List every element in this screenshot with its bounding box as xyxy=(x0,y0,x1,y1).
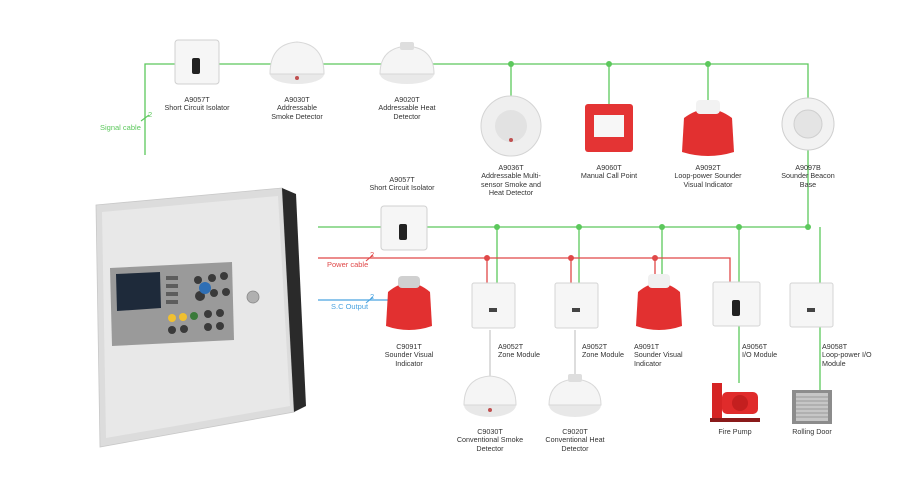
power-cable-label: Power cable xyxy=(327,260,369,269)
smoke-top-device xyxy=(269,41,325,84)
rolling-door-device xyxy=(792,390,832,424)
isolator-top-device xyxy=(174,39,220,85)
conv-heat-device xyxy=(548,374,602,417)
signal-cable-label: Signal cable xyxy=(100,123,141,132)
signal-cable-count: 2 xyxy=(148,110,153,119)
conv-smoke-device xyxy=(463,375,517,417)
power-cable-count: 2 xyxy=(370,250,375,259)
control-panel xyxy=(95,187,306,448)
call-point-device xyxy=(585,104,633,152)
io-module-device xyxy=(712,281,761,327)
multisensor-device xyxy=(480,95,542,157)
sc-output-count: 2 xyxy=(370,292,375,301)
zone2-device xyxy=(554,282,599,329)
fire-pump-device xyxy=(710,383,760,422)
sounder-a-device xyxy=(636,274,682,330)
isolator-mid-device xyxy=(380,205,428,251)
heat-top-device xyxy=(379,42,435,84)
beacon-base-device xyxy=(781,97,835,151)
fire-pump-label: Fire Pump xyxy=(718,427,752,436)
rolling-door-label: Rolling Door xyxy=(792,427,832,436)
sounder-c-device xyxy=(386,276,432,330)
sc-output-label: S.C Output xyxy=(331,302,369,311)
zone1-device xyxy=(471,282,516,329)
power-cable-line xyxy=(318,257,731,283)
loop-sounder-device xyxy=(682,100,734,156)
loop-io-device xyxy=(789,282,834,328)
